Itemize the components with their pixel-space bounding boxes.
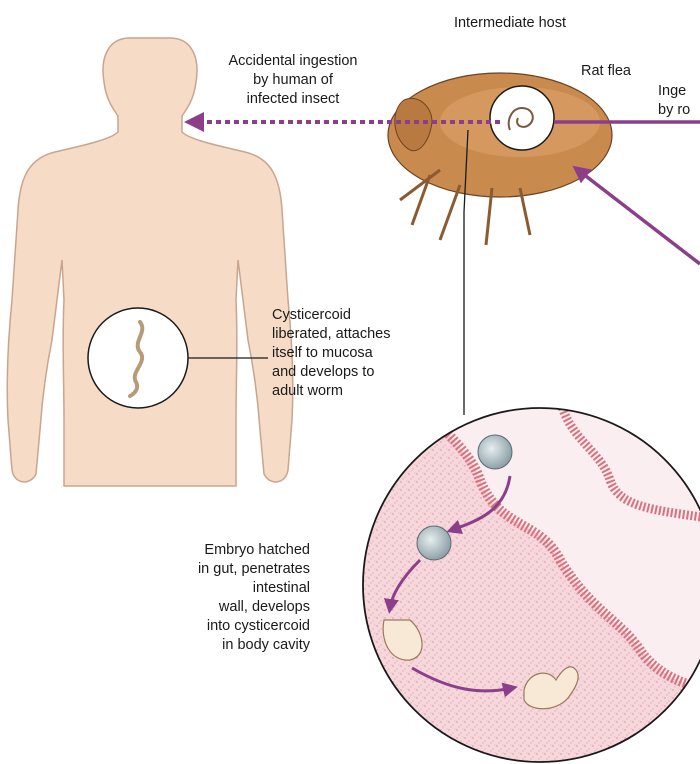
intestine-lens	[88, 308, 188, 408]
accidental-ingestion-label: Accidental ingestion by human of infecte…	[198, 52, 388, 109]
embryo-icon	[417, 526, 451, 560]
rat-flea-label: Rat flea	[566, 62, 646, 81]
egg-ingestion-arrow	[578, 170, 700, 264]
egg-icon	[478, 435, 512, 469]
cysticercoid-liberated-label: Cysticercoid liberated, attaches itself …	[272, 306, 452, 401]
gut-magnified-circle	[363, 400, 700, 762]
rodent-ingestion-label: Inge by ro	[658, 82, 700, 120]
intermediate-host-label: Intermediate host	[400, 14, 620, 33]
flea-lens	[490, 86, 554, 150]
embryo-hatched-label: Embryo hatched in gut, penetrates intest…	[150, 541, 310, 655]
